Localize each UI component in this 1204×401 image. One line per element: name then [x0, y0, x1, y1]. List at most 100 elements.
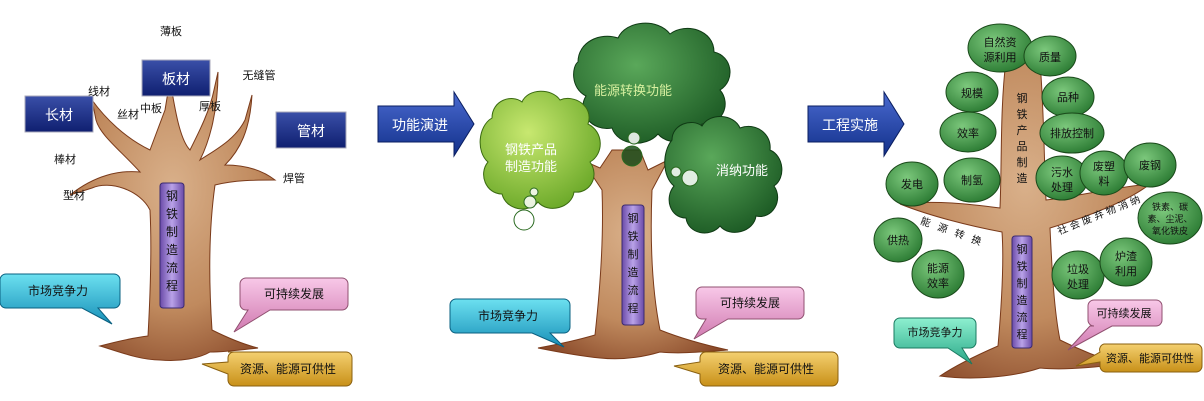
leaf-shape — [911, 249, 965, 299]
tree-2-bubble-sustainability — [693, 286, 805, 340]
leaf-shape — [1123, 142, 1177, 188]
tree-1-trunk-label: 钢 铁 制 造 流 程 — [166, 189, 178, 293]
leaf-energy-efficiency: 能源 效率 — [911, 249, 965, 299]
leaf-scrap-steel: 废钢 — [1123, 142, 1177, 188]
tree-2-bubble-competitiveness-label: 市场竞争力 — [478, 308, 538, 323]
tree-2-bubble-resources-label: 资源、能源可供性 — [718, 362, 814, 376]
leaf-heating: 供热 — [873, 217, 923, 263]
tree-3-trunk-char: 程 — [1017, 328, 1028, 341]
arrow-2-label: 工程实施 — [822, 118, 878, 134]
box-long-products-label: 长材 — [45, 108, 73, 124]
label-bar: 棒材 — [54, 152, 76, 166]
leaf-shape — [1137, 191, 1203, 245]
label-section: 型材 — [63, 188, 85, 202]
leaf-shape — [943, 157, 1001, 203]
tree-1-bubble-sustainability-label: 可持续发展 — [264, 286, 324, 301]
leaf-sewage: 污水 处理 — [1035, 155, 1089, 201]
label-wire-rod: 线材 — [88, 84, 110, 98]
tree-1-trunk-char: 流 — [166, 261, 178, 275]
arrow-1-shape — [377, 90, 475, 158]
tree-3-trunk-char: 造 — [1017, 293, 1028, 307]
leaf-label: 效率 — [957, 126, 979, 140]
tree-3-bubble-sustainability-label: 可持续发展 — [1097, 306, 1152, 320]
tree-3-trunk-label: 钢 铁 制 造 流 程 — [1017, 243, 1028, 341]
leaf-label-line: 废塑 — [1093, 159, 1115, 173]
tree-2-trunk-char: 造 — [628, 265, 639, 279]
label-welded-tube: 焊管 — [283, 171, 305, 185]
leaf-label-line: 效率 — [927, 276, 949, 290]
leaf-garbage: 垃圾 处理 — [1051, 250, 1105, 300]
crown-trunk-char: 钢 — [1017, 92, 1028, 105]
tree-3-trunk-char: 钢 — [1017, 243, 1028, 256]
arrow-function-evolution: 功能演进 — [377, 90, 475, 158]
decor-circle — [670, 166, 682, 178]
box-tube-products-label: 管材 — [297, 124, 325, 140]
tree-1-bubble-competitiveness-label: 市场竞争力 — [28, 283, 88, 298]
box-plate-products — [141, 59, 211, 97]
leaf-quality: 质量 — [1023, 35, 1077, 77]
tree-1-trunk-char: 制 — [166, 225, 178, 239]
box-long-products — [24, 95, 94, 133]
leaf-waste-plastic: 废塑 料 — [1079, 150, 1129, 196]
leaf-label-line: 处理 — [1067, 278, 1089, 291]
leaf-label-line: 处理 — [1051, 181, 1073, 194]
label-medium-plate: 中板 — [140, 101, 162, 115]
leaf-emission-control: 排放控制 — [1039, 112, 1105, 154]
tree-1-trunk-char: 钢 — [166, 189, 178, 203]
leaf-label: 品种 — [1057, 90, 1079, 104]
tree-1-bubble-resources-label: 资源、能源可供性 — [240, 362, 336, 376]
tree-1-trunk-bar — [159, 182, 185, 309]
tree-3: 能源转换 社会废弃物消纳 钢 铁 产 品 制 造 自然资 源利用 质量 规模 — [873, 23, 1203, 379]
crown-product-manufacturing-label-1: 钢铁产品 — [505, 143, 557, 158]
tree-3-bubble-resources — [1075, 343, 1203, 373]
leaf-label-line: 素、尘泥、 — [1147, 213, 1192, 225]
tree-2-bubbles-decor — [513, 131, 699, 231]
crown-absorption-label: 消纳功能 — [716, 164, 768, 179]
leaf-label: 发电 — [901, 177, 923, 191]
leaf-label: 规模 — [961, 86, 983, 100]
tree-1-bubble-sustainability — [233, 277, 349, 333]
crown-energy-conversion-label: 能源转换功能 — [594, 84, 672, 99]
leaf-variety: 品种 — [1041, 76, 1095, 118]
leaf-label: 废钢 — [1139, 158, 1161, 172]
leaf-power-generation: 发电 — [885, 161, 939, 207]
tree-2-trunk-bar — [621, 204, 645, 326]
decor-circle — [621, 145, 643, 167]
leaf-shape — [1023, 35, 1077, 77]
leaf-shape — [1039, 112, 1105, 154]
crown-absorption — [664, 116, 783, 234]
leaf-efficiency: 效率 — [939, 111, 997, 153]
leaf-label-line: 炉渣 — [1115, 249, 1137, 263]
tree-1-trunk-char: 造 — [166, 243, 178, 257]
leaf-shape — [939, 111, 997, 153]
tree-3-bubble-resources-label: 资源、能源可供性 — [1106, 351, 1194, 365]
tree-1-bubble-competitiveness — [0, 273, 121, 325]
decor-circle — [513, 209, 535, 231]
box-tube-products — [275, 111, 347, 149]
leaf-label-line: 污水 — [1051, 166, 1073, 179]
leaf-label: 质量 — [1039, 51, 1061, 64]
crown-product-manufacturing-label-2: 制造功能 — [505, 160, 557, 175]
leaf-natural-resources: 自然资 源利用 — [967, 23, 1033, 73]
tree-3-trunk-char: 铁 — [1017, 260, 1028, 273]
tree-2-trunk-char: 钢 — [628, 212, 639, 225]
tree-3-trunk-char: 流 — [1017, 310, 1028, 324]
tree-3-crown-trunk-label: 钢 铁 产 品 制 造 — [1017, 92, 1028, 185]
leaf-slag: 炉渣 利用 — [1099, 237, 1153, 287]
leaf-label-line: 铁素、碳 — [1152, 201, 1188, 213]
leaf-shape — [873, 217, 923, 263]
leaf-label-line: 自然资 — [984, 35, 1017, 49]
tree-2-trunk-char: 程 — [628, 302, 639, 315]
leaf-label: 排放控制 — [1050, 126, 1094, 140]
crown-product-manufacturing — [479, 90, 601, 210]
tree-2-trunk-char: 流 — [628, 283, 639, 297]
tree-1-trunk-char: 程 — [166, 278, 178, 293]
decor-circle — [681, 169, 699, 187]
leaf-label-line: 垃圾 — [1067, 262, 1089, 276]
arrow-engineering-implementation: 工程实施 — [807, 90, 905, 158]
decor-circle — [529, 187, 539, 197]
leaf-iron-carbon-dust: 铁素、碳 素、尘泥、 氧化铁皮 — [1137, 191, 1203, 245]
tree-3-bubble-competitiveness-label: 市场竞争力 — [908, 325, 963, 339]
tree-3-bubble-sustainability — [1067, 299, 1163, 351]
tree-2-trunk-char: 制 — [628, 248, 639, 261]
